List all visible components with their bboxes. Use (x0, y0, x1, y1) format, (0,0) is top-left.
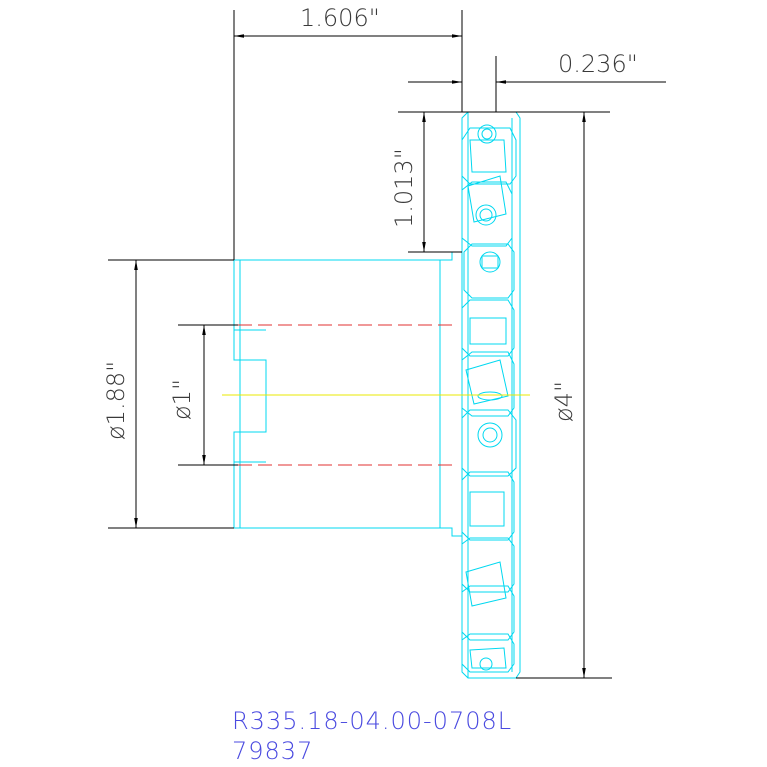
dim-upper-offset: 1.013" (390, 148, 418, 228)
dimension-lines (108, 10, 666, 679)
dim-flange-width: 0.236" (558, 50, 638, 78)
hub-body (233, 251, 463, 537)
bore-hidden-lines (238, 324, 452, 466)
tooth-pockets (461, 127, 517, 673)
insert-screws (475, 124, 503, 671)
dim-cutter-diameter: ø4" (550, 381, 578, 422)
inserts (465, 139, 509, 669)
dim-overall-length: 1.606" (300, 4, 380, 32)
part-code-label: 79837 (232, 737, 314, 765)
part-number-label: R335.18-04.00-0708L (232, 707, 513, 735)
dim-bore-diameter: ø1" (168, 379, 196, 420)
dim-hub-diameter: ø1.88" (102, 361, 130, 440)
